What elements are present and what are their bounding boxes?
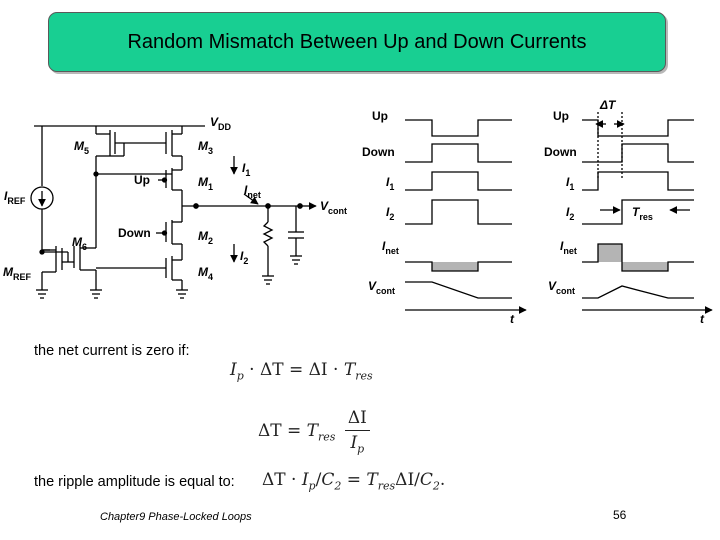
equation-zero-net-current: Ip · ΔT = ΔI · Tres [230, 360, 373, 383]
timing-right-down-label: Down [544, 145, 577, 159]
timing-right-delta-t-label: ΔT [599, 98, 617, 112]
net-current-text: the net current is zero if: [34, 343, 190, 359]
m6-label: M6 [72, 235, 87, 252]
timing-left-i2-wave [405, 199, 512, 225]
timing-right-down-wave [582, 143, 694, 163]
timing-left-down-wave [405, 143, 512, 163]
timing-right-inet-wave [582, 243, 694, 272]
timing-left-inet-wave [405, 261, 512, 272]
timing-left-down-label: Down [362, 145, 395, 159]
vcont-label: Vcont [320, 199, 347, 216]
timing-right-vcont-wave [582, 285, 694, 299]
timing-diagram-left: Up Down I1 I2 Inet Vcont t [362, 109, 527, 326]
timing-left-up-wave [405, 119, 512, 137]
iref-label: IREF [4, 189, 26, 206]
circuit-schematic [30, 125, 317, 299]
i1-label: I1 [242, 161, 250, 178]
footer-chapter: Chapter9 Phase-Locked Loops [100, 511, 252, 523]
down-input-label: Down [118, 226, 151, 240]
timing-right-i1-label: I1 [566, 175, 574, 192]
timing-diagram-right: ΔT Up Down I1 I2 Tres Inet Vcont t [544, 98, 713, 326]
equation-delta-t: ΔT = Tres ΔI Ip [258, 408, 370, 455]
page-number: 56 [613, 508, 627, 522]
timing-right-inet-neg-pulse [622, 262, 668, 271]
timing-left-t-label: t [510, 312, 515, 326]
timing-left-i1-label: I1 [386, 175, 394, 192]
m1-label: M1 [198, 175, 213, 192]
slide-title: Random Mismatch Between Up and Down Curr… [127, 30, 587, 53]
timing-right-i2-label: I2 [566, 205, 574, 222]
timing-right-vcont-label: Vcont [548, 279, 575, 296]
m2-label: M2 [198, 229, 213, 246]
timing-right-up-label: Up [553, 109, 569, 123]
timing-right-t-label: t [700, 312, 705, 326]
timing-right-tres-label: Tres [632, 205, 653, 222]
figure: VDD M5 M3 M1 M2 M4 M6 MREF IREF Up Down … [3, 98, 713, 326]
timing-right-inet-label: Inet [560, 239, 577, 256]
ripple-text: the ripple amplitude is equal to: [34, 474, 235, 490]
timing-left-vcont-label: Vcont [368, 279, 395, 296]
timing-left-i1-wave [405, 171, 512, 191]
equation-ripple: ΔT · Ip/C2 = TresΔI/C2. [262, 470, 446, 493]
up-input-label: Up [134, 173, 150, 187]
timing-left-inet-pulse [432, 262, 478, 271]
m5-label: M5 [74, 139, 89, 156]
inet-label: Inet [244, 183, 261, 200]
mref-label: MREF [3, 265, 32, 282]
vdd-label: VDD [210, 115, 232, 132]
m3-label: M3 [198, 139, 213, 156]
timing-right-i1-wave [582, 171, 694, 191]
fraction-delta-i-over-ip: ΔI Ip [344, 408, 370, 455]
m4-label: M4 [198, 265, 213, 282]
timing-left-i2-label: I2 [386, 205, 394, 222]
timing-left-up-label: Up [372, 109, 388, 123]
timing-right-i2-wave [582, 199, 694, 225]
i2-label: I2 [240, 249, 248, 266]
timing-right-up-wave [582, 119, 694, 137]
title-box: Random Mismatch Between Up and Down Curr… [48, 12, 666, 72]
timing-right-inet-pos-pulse [598, 244, 622, 262]
timing-left-vcont-wave [405, 281, 512, 299]
timing-left-inet-label: Inet [382, 239, 399, 256]
